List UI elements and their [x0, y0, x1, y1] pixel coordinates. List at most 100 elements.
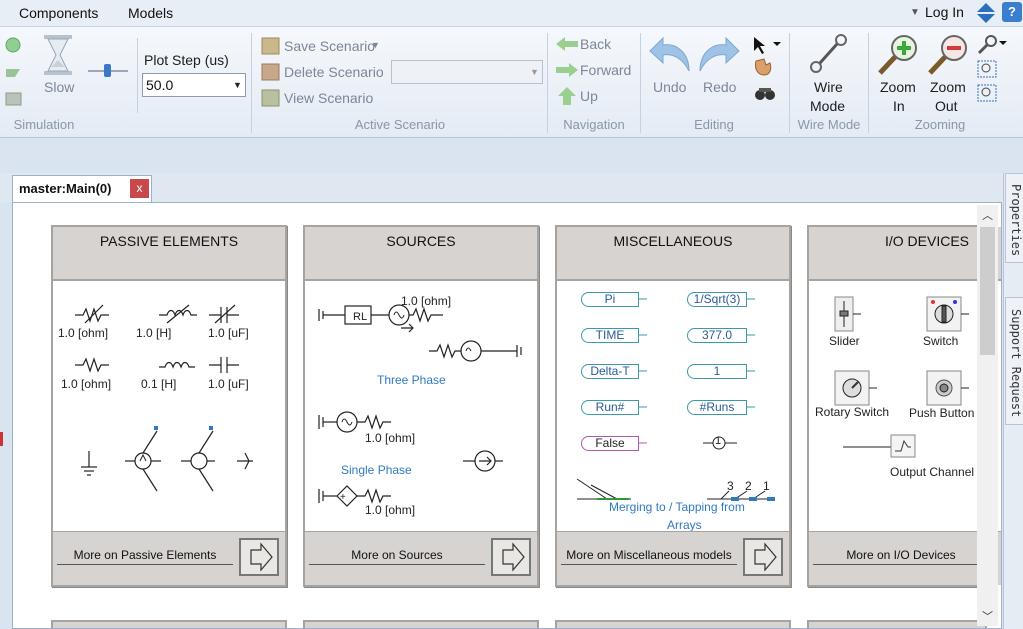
group-simulation: Simulation: [13, 117, 75, 132]
zoom-out-label[interactable]: Zoom: [930, 79, 966, 95]
help-icon[interactable]: ?: [1002, 2, 1022, 22]
chevron-up-icon[interactable]: ︿: [982, 210, 993, 222]
document-tab-strip: [0, 173, 1003, 203]
card-title: I/O DEVICES: [809, 227, 1001, 281]
single-phase-label: Single Phase: [341, 463, 412, 477]
output-channel-label: Output Channel: [890, 465, 975, 479]
card-title: SOURCES: [305, 227, 537, 281]
simulation-tool-icons[interactable]: [3, 35, 23, 115]
push-button-label: Push Button: [909, 406, 975, 420]
plot-step-select[interactable]: 50.0 ▼: [142, 73, 246, 97]
undo-icon[interactable]: [649, 36, 691, 73]
misc-symbols[interactable]: [557, 287, 793, 507]
zoom-in-label[interactable]: Zoom: [880, 79, 916, 95]
tab-master-main[interactable]: master:Main(0) x: [12, 175, 152, 203]
card-title: PASSIVE ELEMENTS: [53, 227, 285, 281]
rl-label: RL: [353, 311, 368, 323]
wire-label[interactable]: Wire: [814, 79, 843, 95]
more-sources-link[interactable]: More on Sources: [309, 548, 485, 565]
card-footer: More on I/O Devices: [809, 531, 1001, 585]
capacitor-var-label: 1.0 [uF]: [208, 326, 249, 340]
zoom-tool-icons[interactable]: [975, 33, 1007, 105]
ohm-bot-label: 1.0 [ohm]: [365, 503, 416, 517]
tag-inv-sqrt3[interactable]: 1/Sqrt(3): [687, 292, 747, 307]
view-scenario-button[interactable]: View Scenario: [284, 90, 374, 106]
tab-support-request[interactable]: Support Request: [1005, 297, 1023, 425]
source-symbols[interactable]: +: [313, 295, 533, 525]
chevron-down-icon[interactable]: ▼: [910, 7, 920, 18]
card-footer: More on Miscellaneous models: [557, 531, 789, 585]
up-down-arrows-icon[interactable]: [976, 2, 996, 24]
delete-scenario-button[interactable]: Delete Scenario: [284, 64, 384, 80]
rotary-switch-label: Rotary Switch: [815, 405, 890, 419]
three-phase-label: Three Phase: [377, 373, 446, 387]
resistor-label: 1.0 [ohm]: [61, 377, 112, 391]
tab-properties[interactable]: Properties: [1005, 173, 1023, 263]
ohm-mid-label: 1.0 [ohm]: [365, 431, 416, 445]
zoom-out-icon[interactable]: [926, 33, 970, 77]
arrow-right-icon: [250, 542, 273, 572]
zoom-in-label-2[interactable]: In: [893, 98, 905, 114]
tap-2-label: 2: [745, 479, 752, 493]
back-button[interactable]: Back: [580, 36, 612, 52]
zoom-out-label-2[interactable]: Out: [935, 98, 958, 114]
card-sources: SOURCES + RL 1.0 [ohm] Three: [303, 225, 539, 587]
scrollbar-thumb[interactable]: [980, 227, 995, 355]
passive-symbols[interactable]: [63, 295, 273, 495]
slow-label: Slow: [44, 79, 75, 95]
tag-delta-t[interactable]: Delta-T: [581, 364, 639, 379]
undo-button[interactable]: Undo: [653, 79, 687, 95]
group-zooming: Zooming: [914, 117, 966, 132]
chevron-down-icon[interactable]: ▼: [371, 40, 380, 50]
plot-step-label: Plot Step (us): [144, 52, 229, 68]
node-label: 1: [715, 435, 722, 447]
group-wire-mode: Wire Mode: [797, 117, 861, 132]
more-sources-button[interactable]: [491, 538, 531, 576]
card-io-devices: I/O DEVICES Slider Switch Rotary Switch …: [807, 225, 1001, 587]
schematic-canvas[interactable]: PASSIVE ELEMENTS 1.0 [ohm] 1.0 [H]: [12, 202, 1002, 629]
scenario-icons: [261, 37, 280, 107]
more-passive-button[interactable]: [239, 538, 279, 576]
tag-377[interactable]: 377.0: [687, 328, 747, 343]
ribbon-band: [0, 139, 1023, 173]
tap-3-label: 3: [727, 479, 734, 493]
tag-false[interactable]: False: [581, 436, 639, 451]
tag-pi[interactable]: Pi: [581, 292, 639, 307]
io-symbols[interactable]: [809, 287, 989, 477]
menu-components[interactable]: Components: [19, 5, 99, 21]
card-miscellaneous: MISCELLANEOUS Pi 1/Sqrt(3) TIME 377.0 De…: [555, 225, 791, 587]
capacitor-label: 1.0 [uF]: [208, 377, 249, 391]
tag-run-number[interactable]: Run#: [581, 400, 639, 415]
zoom-in-icon[interactable]: [876, 33, 920, 77]
scenario-select[interactable]: ▼: [391, 60, 543, 84]
merging-label: Merging to / Tapping from: [609, 500, 745, 514]
up-button[interactable]: Up: [580, 88, 598, 104]
editing-tool-icons[interactable]: [750, 35, 782, 105]
forward-button[interactable]: Forward: [580, 62, 632, 78]
navigation-arrow-icons: [556, 37, 578, 105]
redo-icon[interactable]: [698, 36, 740, 73]
wire-mode-label[interactable]: Mode: [810, 98, 846, 114]
speed-slider-thumb[interactable]: [104, 64, 111, 77]
redo-button[interactable]: Redo: [703, 79, 737, 95]
more-misc-button[interactable]: [743, 538, 783, 576]
card-footer: More on Passive Elements: [53, 531, 285, 585]
tab-title: master:Main(0): [19, 181, 112, 196]
more-misc-link[interactable]: More on Miscellaneous models: [561, 548, 737, 565]
more-io-link[interactable]: More on I/O Devices: [813, 548, 989, 565]
vertical-scrollbar[interactable]: ︿ ﹀: [977, 205, 998, 626]
card-title: MISCELLANEOUS: [557, 227, 789, 281]
wire-mode-icon[interactable]: [808, 33, 848, 75]
login-link[interactable]: Log In: [925, 4, 964, 20]
close-icon[interactable]: x: [130, 179, 149, 198]
card-footer: More on Sources: [305, 531, 537, 585]
chevron-down-icon[interactable]: ﹀: [982, 611, 993, 623]
tag-one[interactable]: 1: [687, 364, 747, 379]
menu-models[interactable]: Models: [128, 5, 174, 21]
hourglass-icon[interactable]: [42, 34, 74, 76]
tag-time[interactable]: TIME: [581, 328, 639, 343]
save-scenario-button[interactable]: Save Scenario: [284, 38, 376, 54]
tag-num-runs[interactable]: #Runs: [687, 400, 747, 415]
group-navigation: Navigation: [563, 117, 625, 132]
more-passive-link[interactable]: More on Passive Elements: [57, 548, 233, 565]
